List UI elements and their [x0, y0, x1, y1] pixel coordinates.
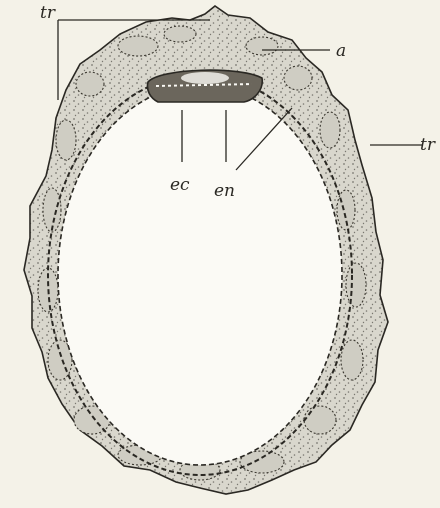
label-tr-top: tr: [40, 3, 56, 23]
label-ec: ec: [170, 175, 190, 195]
label-a: a: [336, 41, 346, 61]
label-en: en: [214, 181, 235, 201]
label-tr-right: tr: [420, 135, 436, 155]
blastocyst-cavity: [58, 85, 342, 465]
